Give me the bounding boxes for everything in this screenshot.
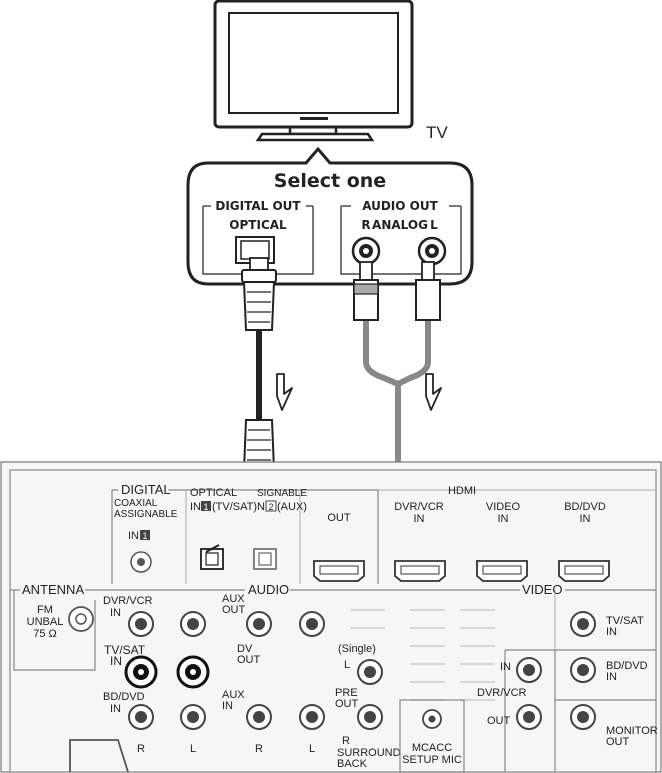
analog-flow-arrow (425, 373, 442, 411)
analog-label: ANALOG (372, 218, 428, 232)
video-tv-sat-in-label: IN (606, 626, 617, 638)
digital-section-label: DIGITAL (121, 482, 171, 497)
hdmi-video-label: VIDEO (486, 501, 521, 513)
hdmi-dvr-vcr-in-label: IN (414, 513, 425, 525)
surround-label: SURROUND (337, 747, 401, 759)
video-bd-dvd-in-label: IN (606, 671, 617, 683)
aux-out-label-2: OUT (222, 604, 246, 616)
coaxial-assignable-label: ASSIGNABLE (114, 509, 178, 520)
optical-in2-name: (AUX) (277, 501, 307, 513)
col-label-l-2: L (309, 743, 315, 755)
setup-mic-label: SETUP MIC (402, 754, 462, 766)
surround-r-label: R (342, 735, 350, 747)
col-label-r-1: R (137, 743, 145, 755)
video-bd-dvd-label: BD/DVD (606, 660, 648, 672)
bd-dvd-in-label: BD/DVD (103, 691, 145, 703)
tv-sat-in-label: TV/SAT (104, 643, 146, 657)
dvr-vcr-in-label-1: DVR/VCR (103, 595, 153, 607)
optical-in1-jack[interactable] (200, 548, 224, 570)
antenna-section-label: ANTENNA (22, 582, 84, 597)
hdmi-section-label: HDMI (448, 485, 476, 497)
hdmi-dvr-vcr-port[interactable] (394, 560, 446, 582)
fm-label: FM (37, 604, 53, 616)
audio-out-label: AUDIO OUT (362, 199, 438, 213)
optical-in1-name: (TV/SAT) (212, 501, 257, 513)
coaxial-in1-num: 1 (142, 531, 147, 541)
audio-section-label: AUDIO (248, 582, 289, 597)
aux-in-label-1: AUX (222, 689, 245, 701)
hdmi-video-port[interactable] (476, 560, 528, 582)
tv-label: TV (426, 123, 448, 142)
coaxial-label: COAXIAL (114, 498, 158, 509)
optical-assignable-label: SIGNABLE (257, 488, 307, 499)
video-in-label: IN (500, 661, 511, 673)
hdmi-out-port[interactable] (313, 560, 365, 582)
hdmi-out-label: OUT (327, 512, 351, 524)
pre-out-label: OUT (335, 698, 359, 710)
monitor-out-label: OUT (606, 736, 630, 748)
tv-sat-in-label-2: IN (110, 654, 122, 668)
callout-title: Select one (274, 170, 386, 192)
optical-in1-label: IN (190, 501, 201, 513)
hdmi-video-in-label: IN (498, 513, 509, 525)
optical-label: OPTICAL (229, 218, 287, 232)
video-section-label: VIDEO (522, 582, 562, 597)
fm-antenna-jack[interactable] (68, 606, 94, 632)
aux-in-label-2: IN (222, 700, 233, 712)
col-label-l-1: L (190, 743, 196, 755)
dvr-out-label: DV (237, 643, 253, 655)
optical-flow-arrow (276, 373, 293, 411)
single-label: (Single) (338, 643, 376, 655)
dvr-out-label-2: OUT (237, 654, 261, 666)
tv-illustration (213, 0, 414, 142)
vent-lines (350, 609, 495, 701)
aux-out-label-1: AUX (222, 593, 245, 605)
optical-section-label: OPTICAL (190, 487, 237, 499)
optical-in2-num: 2 (268, 502, 273, 512)
optical-in1-num: 1 (203, 502, 208, 512)
analog-r-label: R (361, 218, 370, 232)
monitor-label: MONITOR (606, 725, 658, 737)
hdmi-bd-dvd-port[interactable] (558, 560, 610, 582)
tv-connector-callout: Select one DIGITAL OUT OPTICAL AUDIO OUT… (186, 146, 474, 286)
video-dvr-vcr-label: DVR/VCR (477, 687, 527, 699)
analog-l-label: L (430, 218, 438, 232)
coaxial-in1-label: IN (128, 530, 139, 542)
optical-in2-label: N (257, 501, 265, 513)
unbal-label: UNBAL (27, 616, 64, 628)
video-tv-sat-label: TV/SAT (606, 615, 644, 627)
ohm-label: 75 Ω (33, 628, 57, 640)
hdmi-bd-dvd-in-label: IN (580, 513, 591, 525)
hdmi-dvr-vcr-label: DVR/VCR (394, 501, 444, 513)
mcacc-label: MCACC (412, 742, 452, 754)
video-out-label: OUT (487, 715, 511, 727)
pre-label: PRE (335, 687, 358, 699)
bd-dvd-in-label-2: IN (110, 703, 121, 715)
receiver-rear-panel: DIGITAL COAXIAL ASSIGNABLE IN 1 OPTICAL … (0, 461, 662, 773)
hdmi-bd-dvd-label: BD/DVD (564, 501, 606, 513)
dvr-vcr-in-label-2: IN (110, 607, 121, 619)
col-label-r-2: R (255, 743, 263, 755)
optical-in2-jack[interactable] (253, 548, 277, 570)
back-label: BACK (337, 758, 368, 770)
digital-out-label: DIGITAL OUT (215, 199, 301, 213)
pre-out-l-label: L (344, 659, 350, 671)
